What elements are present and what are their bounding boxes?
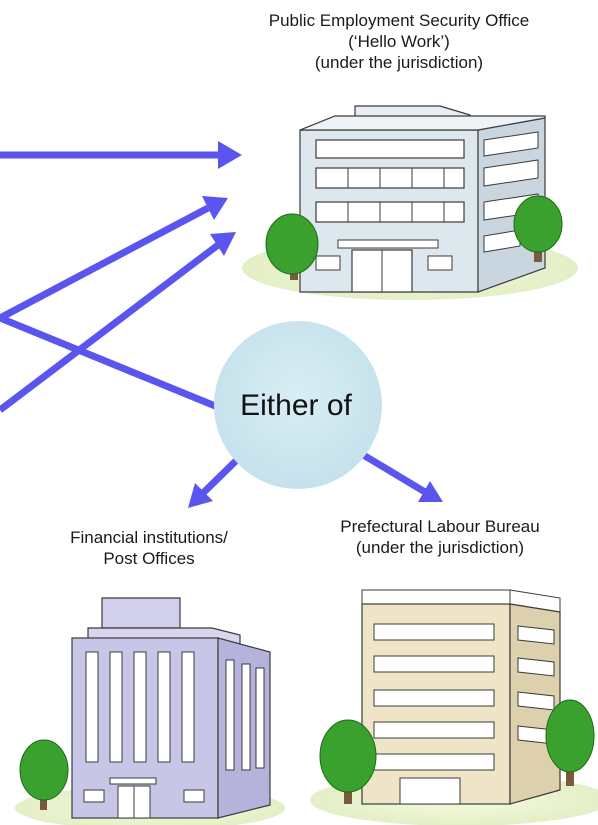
tree-icon [513,195,563,262]
hello-work-subtitle: (‘Hello Work’) [348,32,450,51]
arrow-to-prefectural [353,446,427,496]
tree-icon [319,719,377,804]
prefectural-jurisdiction: (under the jurisdiction) [355,538,525,557]
arrow-to-hello-work-3 [0,242,221,413]
arrow-to-either-of [0,314,227,414]
financial-title: Financial institutions/ [70,528,228,547]
arrowhead-hello-work-2 [202,196,228,220]
hello-work-jurisdiction: (under the jurisdiction) [314,53,484,72]
tree-icon [545,699,595,786]
either-of-circle [214,321,382,489]
arrowhead-hello-work-1 [218,141,242,169]
arrowhead-hello-work-3 [210,232,236,256]
prefectural-label: Prefectural Labour Bureau (under the jur… [300,516,580,558]
either-of-label: Either of [240,389,352,422]
tree-icon [19,739,69,810]
financial-subtitle: Post Offices [103,549,195,568]
hello-work-label: Public Employment Security Office (‘Hell… [210,10,588,73]
arrow-to-hello-work-2 [0,204,210,322]
prefectural-title: Prefectural Labour Bureau [340,517,540,536]
hello-work-title: Public Employment Security Office [268,11,530,30]
hello-work-building-illustration [242,105,578,300]
financial-building-illustration [15,597,285,825]
tree-icon [265,213,319,280]
financial-label: Financial institutions/ Post Offices [20,527,278,569]
arrows [0,141,443,508]
arrowhead-prefectural [418,481,443,502]
prefectural-building-illustration [310,589,598,825]
arrowhead-financial [188,483,213,508]
